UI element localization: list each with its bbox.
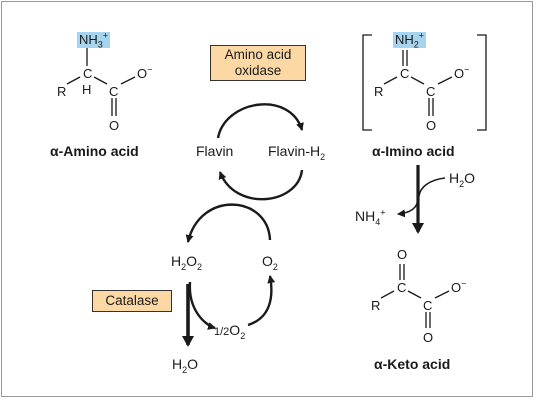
amino-acid-r-group: R bbox=[57, 84, 67, 99]
amino-acid-carboxyl-carbon: C bbox=[109, 84, 119, 99]
half-oxygen-label: 1/2O2 bbox=[214, 322, 246, 341]
peroxide-cycle-arrows bbox=[185, 203, 276, 330]
water-product-label: H2O bbox=[172, 356, 199, 375]
catalase-box: Catalase bbox=[92, 290, 172, 312]
imino-acid-bonds bbox=[362, 34, 487, 131]
keto-acid-bonds bbox=[380, 264, 450, 328]
amino-acid-bonds bbox=[66, 48, 136, 116]
amino-acid-alpha-carbon: C bbox=[83, 66, 93, 81]
keto-acid-top-oxygen: O bbox=[397, 247, 408, 262]
imino-acid-r-group: R bbox=[374, 84, 384, 99]
amino-acid-carbonyl-oxygen: O bbox=[109, 118, 120, 133]
keto-acid-carboxyl-carbon: C bbox=[423, 298, 433, 313]
ammonium-out-arrow bbox=[397, 197, 419, 218]
amino-acid-oxygen-anion: O− bbox=[137, 64, 153, 81]
imino-acid-name: α-Imino acid bbox=[372, 143, 455, 159]
amino-group-label: NH3+ bbox=[77, 30, 111, 50]
left-bracket bbox=[362, 34, 372, 131]
enzyme-label-line-1: Amino acid bbox=[224, 47, 292, 62]
water-in-label: H2O bbox=[449, 170, 476, 189]
oxygen-label: O2 bbox=[262, 253, 278, 272]
imino-acid-carboxyl-carbon: C bbox=[426, 84, 436, 99]
ammonium-label: NH4+ bbox=[355, 207, 386, 227]
amino-acid-hydrogen: H bbox=[82, 82, 92, 97]
right-bracket bbox=[477, 34, 487, 131]
amino-acid-oxidase-box: Amino acid oxidase bbox=[210, 45, 306, 81]
keto-acid-carbonyl-oxygen: O bbox=[423, 330, 434, 345]
imino-acid-carbonyl-oxygen: O bbox=[426, 118, 437, 133]
flavin-h2-label: Flavin-H2 bbox=[268, 143, 326, 162]
water-in-arrow bbox=[418, 177, 446, 197]
amino-acid-name: α-Amino acid bbox=[50, 143, 139, 159]
imino-acid-alpha-carbon: C bbox=[400, 66, 410, 81]
imino-group-label: NH2+ bbox=[393, 30, 427, 50]
enzyme-label-line-2: oxidase bbox=[234, 63, 282, 78]
keto-acid-r-group: R bbox=[371, 298, 381, 313]
keto-acid-name: α-Keto acid bbox=[374, 356, 451, 372]
keto-acid-alpha-carbon: C bbox=[397, 280, 407, 295]
keto-acid-oxygen-anion: O− bbox=[451, 278, 467, 295]
flavin-label: Flavin bbox=[196, 143, 234, 159]
imino-acid-oxygen-anion: O− bbox=[454, 64, 470, 81]
flavin-cycle-arrows bbox=[216, 103, 304, 201]
hydrogen-peroxide-label: H2O2 bbox=[171, 253, 203, 272]
